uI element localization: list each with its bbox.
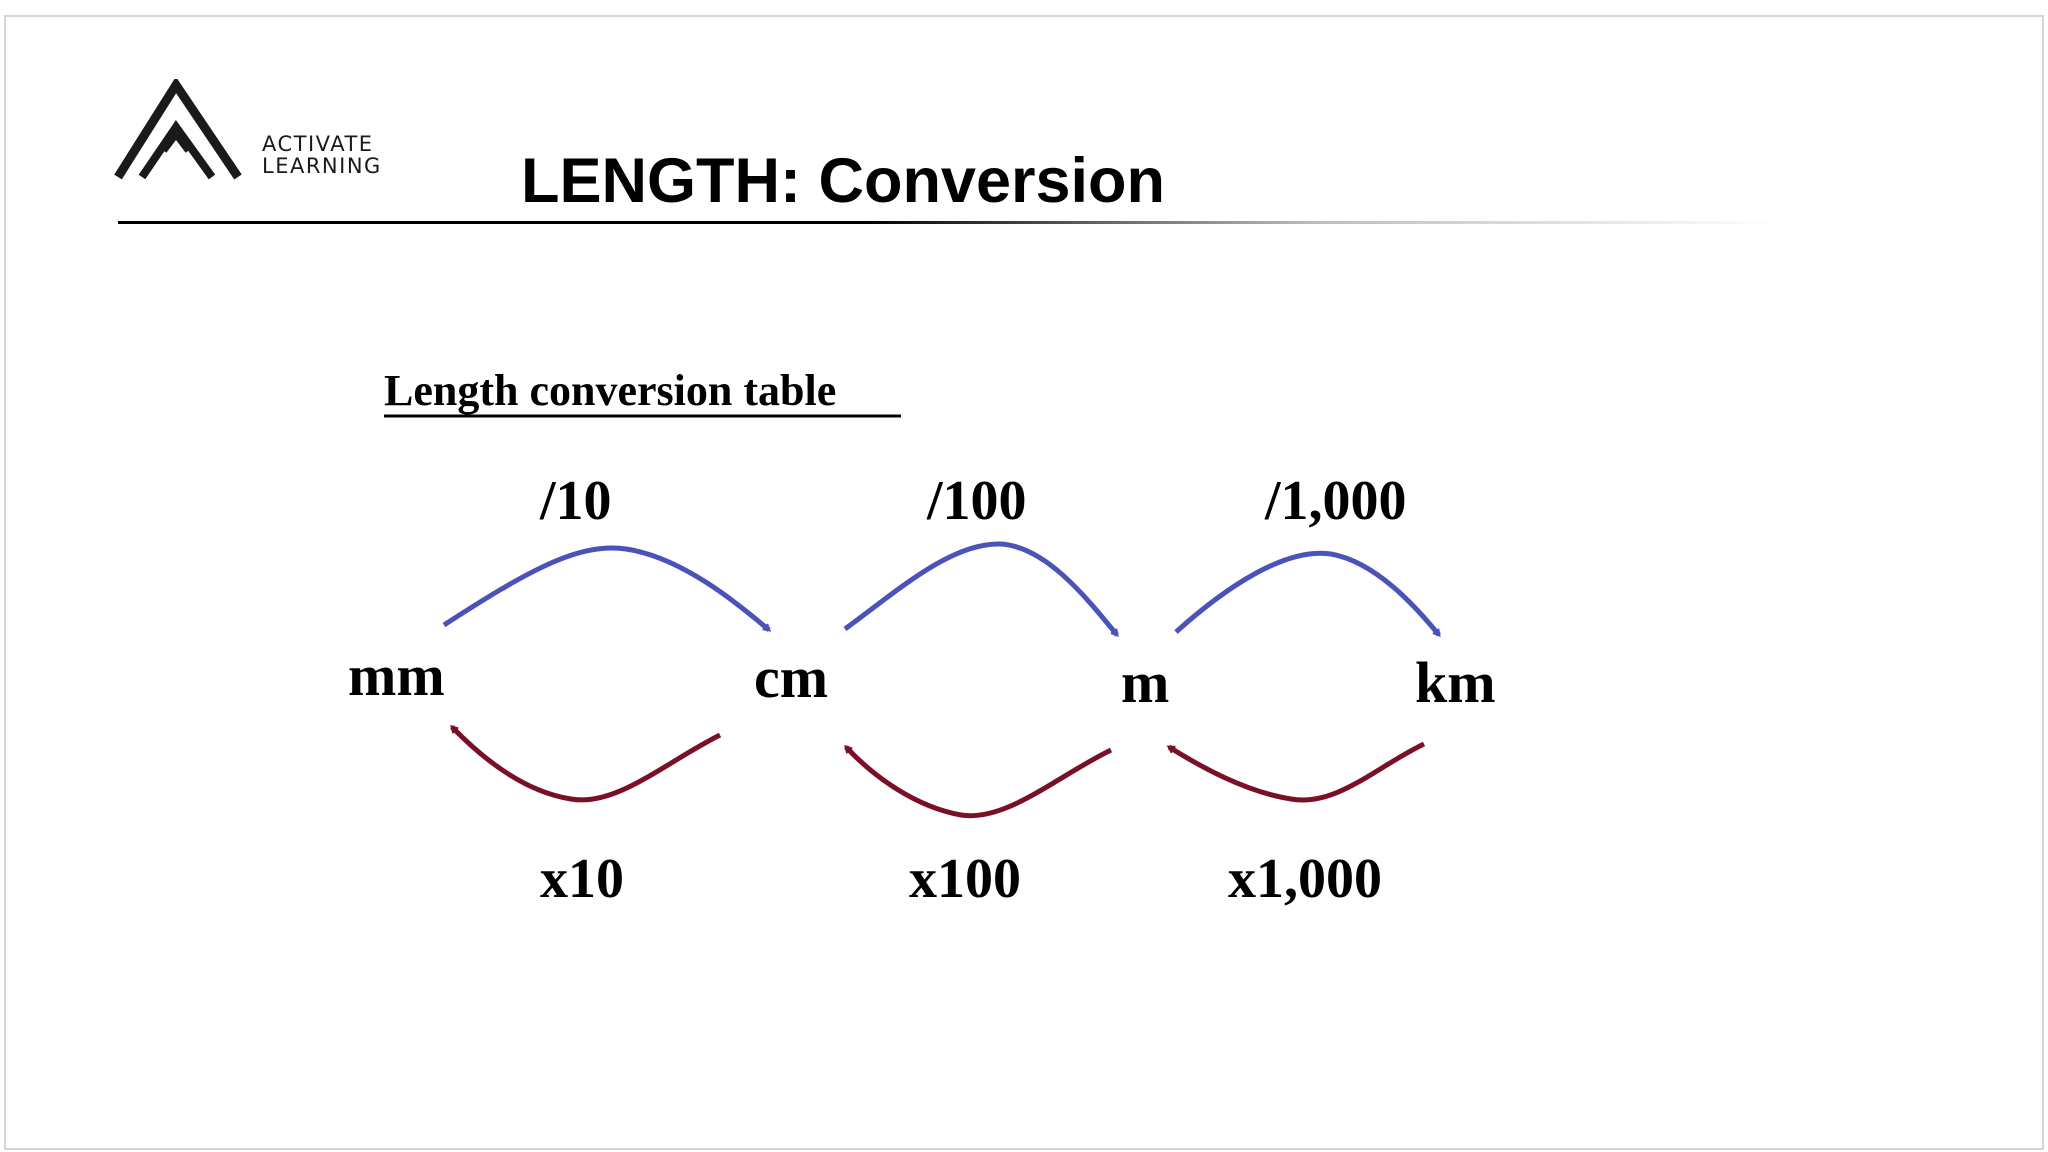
multiply-arrow-km-m	[1169, 741, 1426, 803]
multiply-arrow-m-cm	[846, 747, 1113, 819]
multiply-label-km-m: x1,000	[1228, 848, 1382, 910]
divide-arrow-mm-cm	[442, 545, 769, 632]
length-conversion-diagram: Length conversion table /10 /100 /1,000 …	[348, 366, 1496, 910]
unit-mm: mm	[348, 643, 445, 708]
diagram-heading: Length conversion table	[384, 366, 836, 415]
page-title: LENGTH: Conversion	[521, 146, 1166, 216]
divide-arrow-m-km	[1174, 550, 1441, 635]
logo-wordmark: ACTIVATE LEARNING	[262, 133, 382, 177]
unit-cm: cm	[754, 645, 828, 710]
unit-km: km	[1415, 650, 1496, 715]
slide: ACTIVATE LEARNING LENGTH: Conversion Len…	[4, 15, 2044, 1150]
logo-line-1: ACTIVATE	[262, 132, 374, 156]
logo-line-2: LEARNING	[262, 154, 382, 178]
divide-label-m-km: /1,000	[1264, 470, 1407, 532]
title-divider	[118, 221, 1778, 224]
activate-learning-logo: ACTIVATE LEARNING	[114, 67, 434, 187]
unit-m: m	[1121, 650, 1169, 715]
divide-label-mm-cm: /10	[539, 470, 612, 532]
divide-arrow-cm-m	[843, 541, 1119, 635]
multiply-label-cm-mm: x10	[540, 848, 624, 910]
logo-mountain-icon	[114, 79, 242, 180]
multiply-arrow-cm-mm	[452, 727, 722, 803]
multiply-label-m-cm: x100	[909, 848, 1021, 910]
divide-label-cm-m: /100	[926, 470, 1027, 532]
